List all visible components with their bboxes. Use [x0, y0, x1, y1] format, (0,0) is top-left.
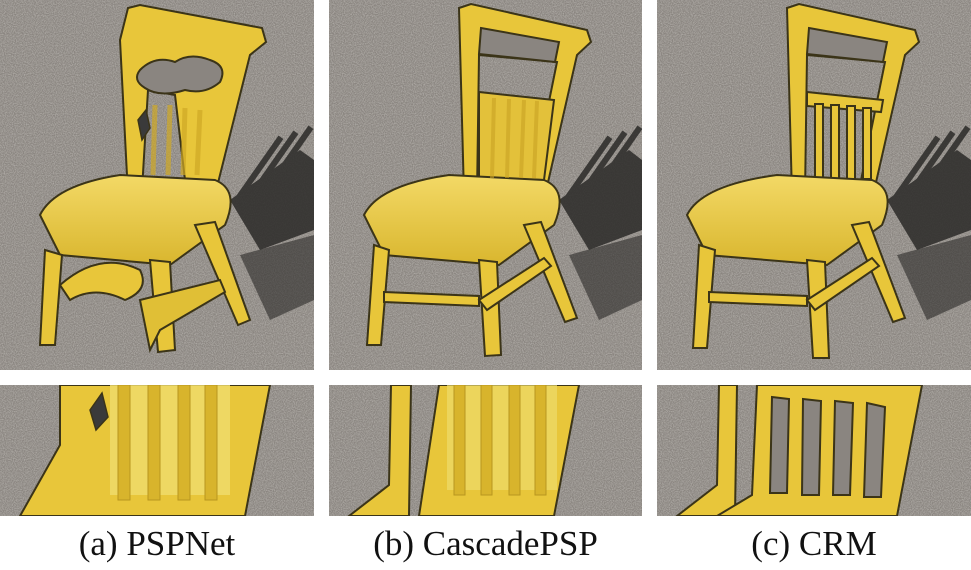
panel-crm-zoom [657, 385, 971, 516]
caption-crm: (c) CRM [751, 524, 877, 563]
crm-zoom-image [657, 385, 971, 516]
cascadepsp-full-image [329, 0, 642, 370]
panel-cascadepsp-full [329, 0, 642, 370]
caption-cascadepsp: (b) CascadePSP [373, 524, 598, 563]
pspnet-zoom-image [0, 385, 314, 516]
panel-crm-full [657, 0, 971, 370]
cascadepsp-zoom-image [329, 385, 642, 516]
panel-cascadepsp-zoom [329, 385, 642, 516]
pspnet-full-image [0, 0, 314, 370]
panel-pspnet-full [0, 0, 314, 370]
panel-pspnet-zoom [0, 385, 314, 516]
crm-full-image [657, 0, 971, 370]
caption-pspnet: (a) PSPNet [78, 524, 236, 563]
